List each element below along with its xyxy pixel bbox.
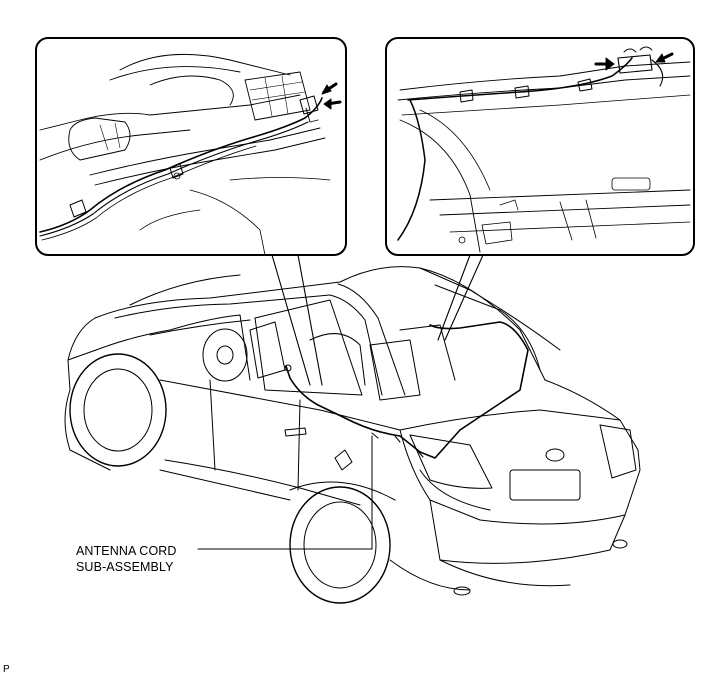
- antenna-cord-route: [284, 321, 529, 459]
- page-marker: P: [3, 664, 10, 675]
- callout-line-1: ANTENNA CORD: [76, 544, 177, 558]
- antenna-cord-label: ANTENNA CORD SUB-ASSEMBLY: [76, 543, 196, 575]
- callout-leader: [197, 435, 373, 550]
- inset-leaders: [271, 254, 484, 386]
- car-body: [64, 266, 641, 604]
- callout-line-2: SUB-ASSEMBLY: [76, 560, 174, 574]
- detail-inset-left: [35, 37, 347, 256]
- detail-inset-right: [385, 37, 695, 256]
